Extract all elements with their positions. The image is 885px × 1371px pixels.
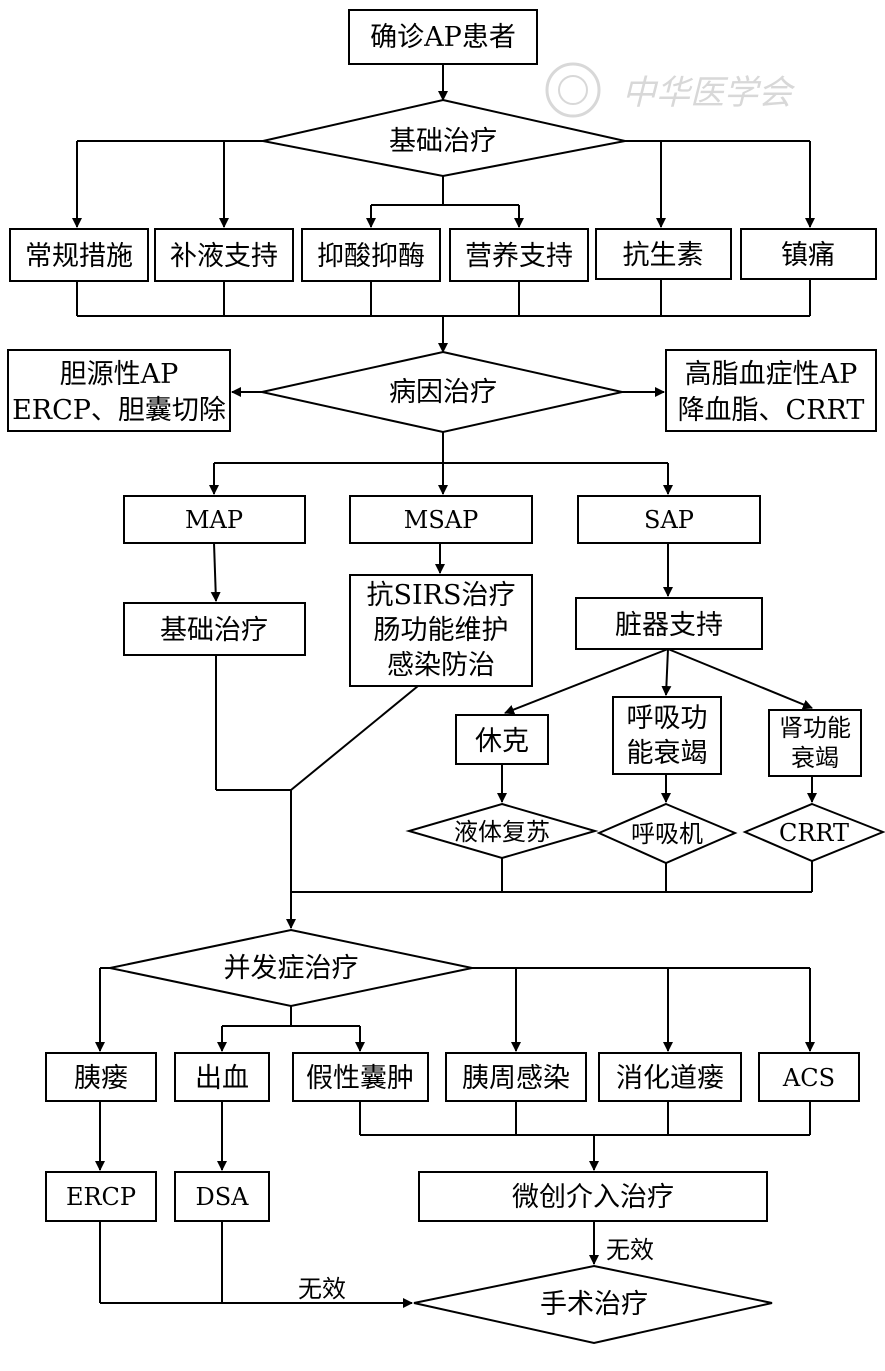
node-peri-infection: 胰周感染 [445, 1052, 587, 1102]
node-antibiotics: 抗生素 [595, 228, 732, 280]
node-lipid-ap: 高脂血症性AP 降血脂、CRRT [665, 349, 877, 432]
node-map-basic-label: 基础治疗 [160, 615, 268, 646]
node-gi-fistula: 消化道瘘 [598, 1052, 742, 1102]
node-routine: 常规措施 [9, 228, 149, 282]
node-bleeding: 出血 [174, 1052, 270, 1102]
diamond-surgery: 手术治疗 [413, 1264, 773, 1345]
node-msap-treatment-line2: 肠功能维护 [374, 615, 509, 646]
node-biliary-ap-line2: ERCP、胆囊切除 [12, 395, 226, 426]
diamond-crrt: CRRT [742, 802, 885, 863]
node-renal-failure-line2: 衰竭 [791, 744, 839, 772]
node-resp-failure-line1: 呼吸功 [627, 703, 708, 734]
node-renal-failure: 肾功能 衰竭 [768, 709, 862, 777]
node-ercp: ERCP [45, 1171, 157, 1222]
node-pseudocyst-label: 假性囊肿 [306, 1063, 414, 1094]
node-msap-label: MSAP [404, 506, 479, 534]
watermark-text: 中华医学会 [622, 73, 796, 113]
node-sap: SAP [577, 495, 761, 544]
node-resp-failure-line2: 能衰竭 [627, 738, 708, 769]
node-start-label: 确诊AP患者 [370, 22, 516, 53]
node-antibiotics-label: 抗生素 [623, 240, 704, 271]
diamond-basic-treatment-label: 基础治疗 [389, 126, 497, 157]
node-ercp-label: ERCP [66, 1183, 136, 1211]
node-bleeding-label: 出血 [195, 1063, 249, 1094]
node-sap-label: SAP [644, 506, 694, 534]
node-dsa: DSA [174, 1171, 270, 1222]
diamond-complication: 并发症治疗 [109, 928, 473, 1008]
diamond-fluid-resuscitation: 液体复苏 [405, 802, 599, 860]
diamond-etiology-label: 病因治疗 [389, 377, 497, 408]
node-gi-fistula-label: 消化道瘘 [616, 1063, 724, 1094]
node-fluid-support: 补液支持 [154, 228, 294, 282]
connectors [72, 64, 817, 1308]
diamond-crrt-label: CRRT [779, 819, 849, 847]
node-shock-label: 休克 [475, 726, 529, 757]
node-analgesia-label: 镇痛 [781, 240, 835, 271]
node-msap-treatment-line1: 抗SIRS治疗 [367, 580, 516, 611]
node-acid-enzyme-label: 抑酸抑酶 [317, 241, 425, 272]
diamond-fluid-resuscitation-label: 液体复苏 [454, 818, 550, 846]
node-biliary-ap: 胆源性AP ERCP、胆囊切除 [7, 349, 231, 432]
node-fluid-support-label: 补液支持 [170, 241, 278, 272]
node-nutrition-label: 营养支持 [465, 241, 573, 272]
node-peri-infection-label: 胰周感染 [462, 1063, 570, 1094]
node-dsa-label: DSA [195, 1183, 249, 1211]
node-shock: 休克 [455, 714, 549, 765]
node-lipid-ap-line2: 降血脂、CRRT [678, 395, 865, 426]
node-minimally-invasive-label: 微创介入治疗 [512, 1182, 674, 1213]
watermark-seal-icon [545, 62, 601, 118]
node-map-basic: 基础治疗 [123, 602, 306, 656]
node-pancreatic-fistula: 胰瘘 [45, 1052, 157, 1102]
node-msap-treatment-line3: 感染防治 [387, 650, 495, 681]
diamond-ventilator-label: 呼吸机 [631, 820, 703, 848]
node-resp-failure: 呼吸功 能衰竭 [612, 696, 722, 775]
node-acs: ACS [758, 1052, 860, 1102]
node-routine-label: 常规措施 [25, 241, 133, 272]
node-msap: MSAP [349, 495, 533, 544]
node-analgesia: 镇痛 [740, 228, 877, 280]
node-start: 确诊AP患者 [348, 9, 538, 65]
node-organ-support: 脏器支持 [575, 597, 763, 650]
diamond-basic-treatment: 基础治疗 [262, 98, 626, 178]
diamond-etiology: 病因治疗 [261, 350, 623, 434]
node-map-label: MAP [185, 506, 243, 534]
node-nutrition: 营养支持 [449, 228, 589, 282]
watermark: 中华医学会 [545, 62, 796, 118]
node-map: MAP [123, 495, 306, 544]
node-pancreatic-fistula-label: 胰瘘 [74, 1063, 128, 1094]
node-organ-support-label: 脏器支持 [615, 610, 723, 641]
edge-label-ineffective-right: 无效 [606, 1236, 654, 1264]
edge-label-ineffective-left: 无效 [298, 1275, 346, 1303]
node-acid-enzyme: 抑酸抑酶 [301, 228, 441, 282]
diamond-complication-label: 并发症治疗 [224, 953, 359, 984]
node-acs-label: ACS [782, 1064, 835, 1092]
diamond-surgery-label: 手术治疗 [540, 1289, 648, 1320]
node-biliary-ap-line1: 胆源性AP [60, 359, 179, 390]
node-msap-treatment: 抗SIRS治疗 肠功能维护 感染防治 [349, 574, 533, 687]
node-renal-failure-line1: 肾功能 [779, 714, 851, 742]
diamond-ventilator: 呼吸机 [596, 802, 738, 865]
node-minimally-invasive: 微创介入治疗 [418, 1171, 768, 1222]
node-lipid-ap-line1: 高脂血症性AP [685, 359, 858, 390]
node-pseudocyst: 假性囊肿 [292, 1052, 429, 1102]
